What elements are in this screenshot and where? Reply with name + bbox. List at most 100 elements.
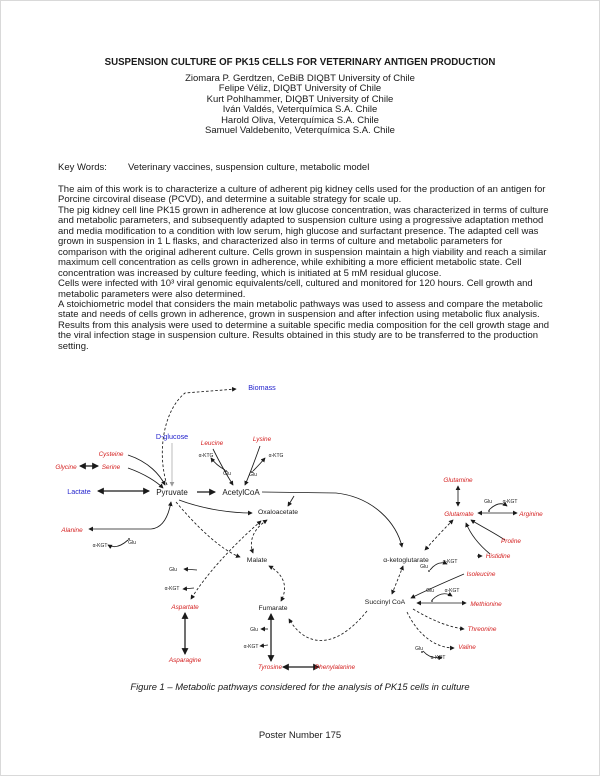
edge-histidine-to-glutamate xyxy=(465,522,491,555)
node-lysine: Lysine xyxy=(253,436,272,443)
node-tyrosine: Tyrosine xyxy=(258,664,282,671)
cofactor-glu-isoleucine: Glu xyxy=(420,564,428,570)
node-alanine: Alanine xyxy=(60,527,83,534)
node-asparagine: Asparagine xyxy=(168,657,202,664)
edge-arginine-transamination xyxy=(488,501,508,511)
node-threonine: Threonine xyxy=(468,626,497,633)
node-valine: Valine xyxy=(458,644,476,651)
abstract-body: The aim of this work is to characterize … xyxy=(58,184,550,352)
edge-pyruvate-to-malate xyxy=(175,501,241,558)
node-succinyl-coa: Succinyl CoA xyxy=(365,599,406,606)
node-cysteine: Cysteine xyxy=(99,451,124,458)
keywords-row: Key Words: Veterinary vaccines, suspensio… xyxy=(58,162,369,173)
node-phenylalanine: Phenylalanine xyxy=(315,664,356,671)
edge-succinylcoa-to-fumarate xyxy=(288,610,368,641)
author-line: Iván Valdés, Veterquímica S.A. Chile xyxy=(222,104,378,116)
node-serine: Serine xyxy=(102,464,121,471)
edge-succinylcoa-valine xyxy=(406,611,455,651)
node-acetylcoa: AcetylCoA xyxy=(222,488,260,497)
edge-leucine-transamination xyxy=(210,457,226,471)
paragraph: The aim of this work is to characterize … xyxy=(58,184,546,206)
cofactor-akgt-aspartate: α-KGT xyxy=(165,586,180,592)
cofactor-aktg-leucine: α-KTG xyxy=(199,453,214,459)
cofactor-akgt-arginine: α-KGT xyxy=(503,499,518,505)
edge-alanine-pyruvate xyxy=(88,501,173,532)
edge-succinylcoa-threonine xyxy=(412,608,465,631)
node-histidine: Histidine xyxy=(486,553,511,560)
cofactor-akgt-methionine: α-KGT xyxy=(445,588,460,594)
edge-methionine-transamination xyxy=(431,591,453,601)
cofactor-akgt-tyrosine: α-KGT xyxy=(244,644,259,650)
cofactor-glu-tyrosine: Glu xyxy=(250,627,258,633)
cofactor-glu-methionine: Glu xyxy=(426,588,434,594)
node-alpha-ketoglutarate: α-ketoglutarate xyxy=(383,557,429,564)
cofactor-glu-lysine: Glu xyxy=(249,472,257,478)
bullet xyxy=(431,600,433,602)
edge-lysine-to-acetylcoa xyxy=(244,445,261,486)
author-line: Samuel Valdebenito, Veterquímica S.A. Ch… xyxy=(205,125,395,137)
author-line: Ziomara P. Gerdtzen, CeBiB DIQBT Univers… xyxy=(185,73,415,84)
edge-cysteine-to-pyruvate xyxy=(127,454,166,486)
node-oxaloacetate: Oxaloacetate xyxy=(258,509,298,516)
figure-caption: Figure 1 – Metabolic pathways considered… xyxy=(130,681,470,692)
bullet xyxy=(421,651,423,653)
author-line: Felipe Véliz, DIQBT University of Chile xyxy=(218,83,382,95)
cofactor-aktg-lysine: α-KTG xyxy=(269,453,284,459)
node-glycine: Glycine xyxy=(55,464,77,471)
node-d-glucose: D-glucose xyxy=(156,432,188,441)
node-aspartate: Aspartate xyxy=(170,604,199,611)
keywords-label: Key Words: xyxy=(58,162,107,173)
bullet xyxy=(128,538,130,540)
edge-glutamate-akg xyxy=(424,519,454,551)
cofactor-akgt-valine: α-KGT xyxy=(431,655,446,661)
author-line: Harold Oliva, Veterquímica S.A. Chile xyxy=(221,114,379,126)
edge-glu-tick-asp xyxy=(183,566,198,572)
node-isoleucine: Isoleucine xyxy=(467,571,496,578)
node-methionine: Methionine xyxy=(470,601,502,608)
node-glutamate: Glutamate xyxy=(444,511,474,518)
bullet xyxy=(488,510,490,512)
edge-valine-transamination xyxy=(422,650,443,661)
edge-oxaloacetate-malate xyxy=(249,519,268,554)
edge-pyruvate-to-oxaloacetate xyxy=(178,499,253,516)
node-lactate: Lactate xyxy=(67,487,91,496)
edge-serine-to-pyruvate xyxy=(127,467,164,489)
node-biomass: Biomass xyxy=(248,383,276,392)
bullet xyxy=(251,471,253,473)
node-malate: Malate xyxy=(247,557,268,564)
paragraph: Cells were infected with 10³ viral genom… xyxy=(58,278,533,300)
keywords-value: Veterinary vaccines, suspension culture,… xyxy=(128,162,370,173)
edge-alanine-transamination xyxy=(107,539,129,549)
edge-glycolysis-to-biomass xyxy=(161,386,237,486)
edge-akg-succinylcoa xyxy=(391,565,404,595)
edge-acetylcoa-to-akg xyxy=(261,491,404,548)
edge-leucine-to-acetylcoa xyxy=(212,448,234,486)
cofactor-akgt-isoleucine: α-KGT xyxy=(443,559,458,565)
node-proline: Proline xyxy=(501,538,521,545)
node-leucine: Leucine xyxy=(201,440,224,447)
edge-akgt-tick-asp xyxy=(182,586,195,591)
page-title: SUSPENSION CULTURE OF PK15 CELLS FOR VET… xyxy=(104,57,496,68)
author-line: Kurt Pohlhammer, DIQBT University of Chi… xyxy=(206,93,394,105)
node-glutamine: Glutamine xyxy=(443,477,473,484)
node-arginine: Arginine xyxy=(518,511,543,518)
edge-isoleucine-to-succinylcoa xyxy=(410,573,465,599)
node-fumarate: Fumarate xyxy=(258,605,287,612)
edge-lysine-transamination xyxy=(252,457,266,472)
bullet xyxy=(428,570,430,572)
paragraph: The pig kidney cell line PK15 grown in a… xyxy=(58,204,549,279)
edge-malate-fumarate xyxy=(268,565,285,602)
poster-number: Poster Number 175 xyxy=(258,730,342,741)
edge-akgt-tick-tyr xyxy=(259,643,269,648)
cofactor-glu-aspartate: Glu xyxy=(169,567,177,573)
cofactor-glu-arginine: Glu xyxy=(484,499,492,505)
edge-isoleucine-transamination xyxy=(429,560,448,571)
edge-acetylcoa-branch-oxaloacetate xyxy=(287,495,295,507)
bullet xyxy=(225,470,227,472)
edge-proline-to-glutamate xyxy=(470,519,506,541)
edge-oxaloacetate-aspartate xyxy=(190,520,262,600)
cofactor-akgt-alanine: α-KGT xyxy=(93,543,108,549)
cofactor-glu-valine: Glu xyxy=(415,646,423,652)
cofactor-glu-alanine: Glu xyxy=(128,540,136,546)
